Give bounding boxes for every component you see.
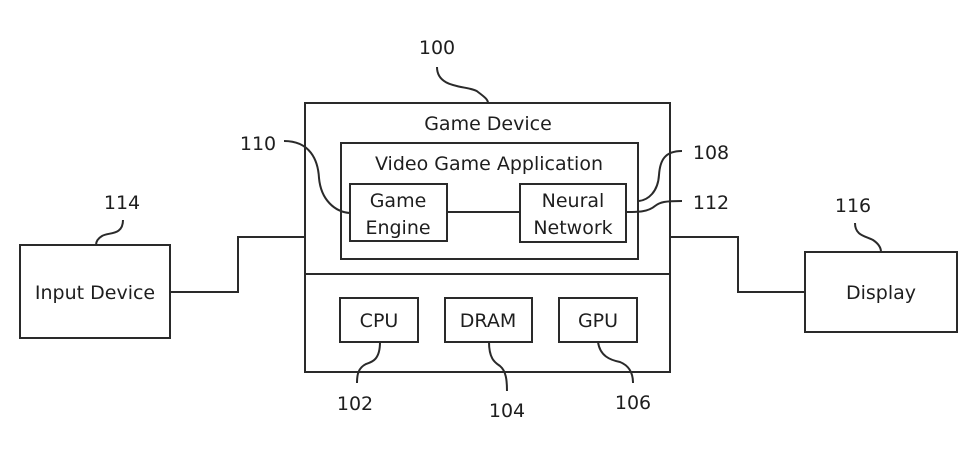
ref-114: 114 bbox=[104, 192, 140, 214]
dram-label: DRAM bbox=[460, 310, 516, 332]
leader-112 bbox=[626, 200, 683, 213]
leader-104 bbox=[488, 341, 508, 392]
ref-106: 106 bbox=[615, 392, 651, 414]
wire-game-device-to-display bbox=[670, 236, 805, 293]
game-device-label: Game Device bbox=[424, 113, 552, 135]
leader-106 bbox=[597, 341, 634, 384]
gpu-label: GPU bbox=[578, 310, 618, 332]
ref-104: 104 bbox=[489, 400, 525, 422]
neural-network-label-line2: Network bbox=[533, 217, 612, 239]
ref-102: 102 bbox=[337, 393, 373, 415]
leader-108 bbox=[638, 150, 683, 202]
cpu-box bbox=[339, 297, 419, 343]
ref-110: 110 bbox=[240, 133, 276, 155]
leader-116 bbox=[854, 222, 882, 253]
game-engine-label-line2: Engine bbox=[365, 217, 430, 239]
input-device-label: Input Device bbox=[35, 282, 155, 304]
leader-110 bbox=[283, 140, 351, 214]
ref-116: 116 bbox=[835, 195, 871, 217]
display-label: Display bbox=[846, 282, 916, 304]
display-box bbox=[804, 251, 958, 333]
leader-114 bbox=[95, 219, 124, 246]
leader-100 bbox=[436, 66, 489, 104]
ref-100: 100 bbox=[419, 37, 455, 59]
ref-112: 112 bbox=[693, 192, 729, 214]
cpu-label: CPU bbox=[360, 310, 399, 332]
leader-102 bbox=[356, 341, 381, 384]
wire-input-to-game-device bbox=[170, 236, 305, 293]
neural-network-label-line1: Neural bbox=[542, 190, 605, 212]
gpu-box bbox=[558, 297, 638, 343]
dram-box bbox=[444, 297, 533, 343]
game-engine-label-line1: Game bbox=[370, 190, 427, 212]
ref-108: 108 bbox=[693, 142, 729, 164]
input-device-box bbox=[19, 244, 171, 339]
neural-network-box bbox=[519, 183, 627, 243]
video-game-application-label: Video Game Application bbox=[375, 153, 603, 175]
